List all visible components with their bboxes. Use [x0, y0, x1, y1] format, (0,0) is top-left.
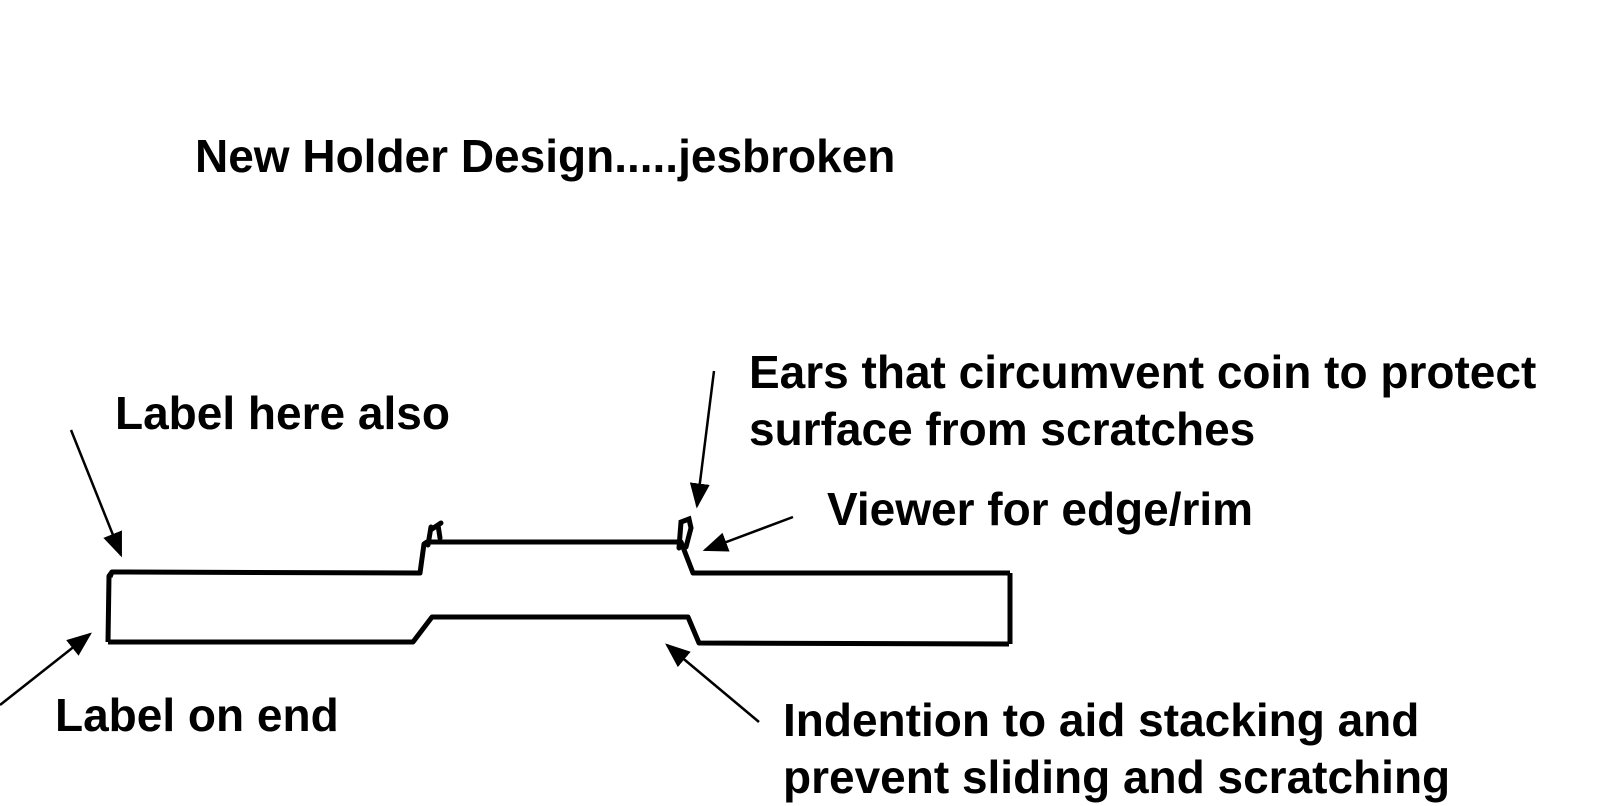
arrow-label-on-end	[0, 632, 92, 706]
indention-callout: Indention to aid stacking and prevent sl…	[783, 692, 1450, 806]
ears	[425, 515, 694, 551]
indention-callout-line-2: prevent sliding and scratching	[783, 751, 1451, 803]
holder-profile	[105, 539, 1013, 647]
holder-bottom-edge	[108, 614, 1010, 647]
left-ear	[425, 520, 444, 548]
arrow-viewer	[702, 515, 794, 552]
arrow-ears	[689, 370, 716, 509]
indention-callout-line-1: Indention to aid stacking and	[783, 694, 1420, 746]
arrow-indention	[665, 643, 760, 723]
callout-arrows	[0, 370, 794, 723]
ears-callout-line-2: surface from scratches	[749, 403, 1256, 455]
diagram-title: New Holder Design.....jesbroken	[195, 130, 896, 182]
holder-top-edge	[107, 539, 1010, 578]
label-on-end-callout: Label on end	[55, 689, 339, 741]
arrow-label-here-also	[69, 429, 123, 558]
viewer-callout: Viewer for edge/rim	[827, 483, 1254, 535]
holder-left-end	[105, 570, 114, 643]
ears-callout-line-1: Ears that circumvent coin to protect	[749, 346, 1537, 398]
ears-callout: Ears that circumvent coin to protect sur…	[749, 344, 1536, 458]
label-here-also-callout: Label here also	[115, 387, 450, 439]
right-ear	[676, 515, 694, 551]
